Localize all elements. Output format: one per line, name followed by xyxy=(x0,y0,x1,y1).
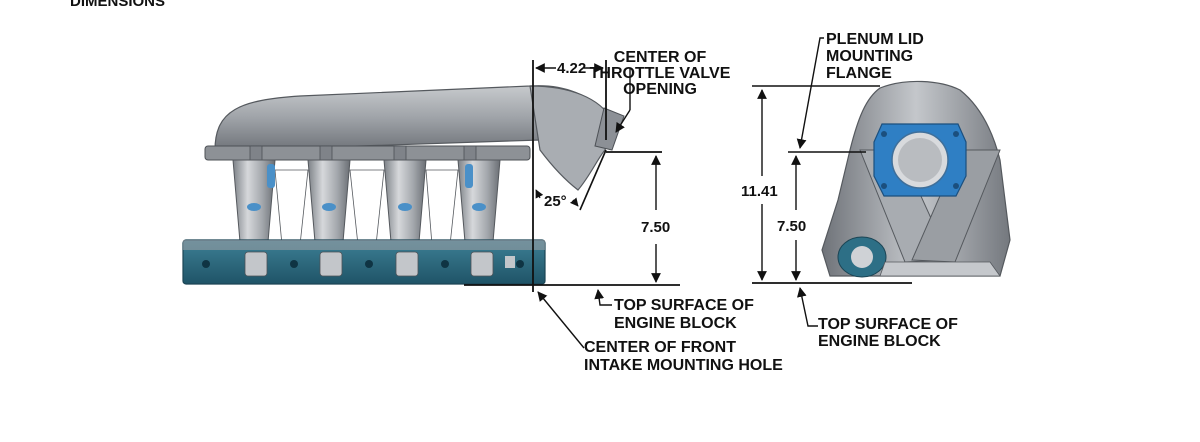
end-view-dimensions: 11.41 7.50 xyxy=(741,85,912,284)
svg-text:THROTTLE VALVE: THROTTLE VALVE xyxy=(590,65,731,82)
svg-text:MOUNTING: MOUNTING xyxy=(826,48,913,65)
svg-text:TOP SURFACE OF: TOP SURFACE OF xyxy=(614,297,754,314)
svg-text:ENGINE BLOCK: ENGINE BLOCK xyxy=(614,315,737,332)
svg-text:ENGINE BLOCK: ENGINE BLOCK xyxy=(818,333,941,350)
section-heading: DIMENSIONS xyxy=(70,0,165,10)
svg-text:FLANGE: FLANGE xyxy=(826,65,892,82)
svg-text:CENTER OF FRONT: CENTER OF FRONT xyxy=(584,339,736,356)
label-plenum-lid-flange: PLENUM LID MOUNTING FLANGE xyxy=(796,31,924,149)
dim-throttle-offset: 4.22 xyxy=(557,60,586,77)
svg-text:INTAKE MOUNTING HOLE: INTAKE MOUNTING HOLE xyxy=(584,357,783,374)
end-view-manifold xyxy=(821,80,1011,278)
label-throttle-center: CENTER OF THROTTLE VALVE OPENING xyxy=(590,49,731,133)
label-side-top-surface: TOP SURFACE OF ENGINE BLOCK xyxy=(594,289,754,332)
dim-end-height: 7.50 xyxy=(777,218,806,235)
svg-text:CENTER OF: CENTER OF xyxy=(614,49,707,66)
svg-text:PLENUM LID: PLENUM LID xyxy=(826,31,924,48)
label-end-top-surface: TOP SURFACE OF ENGINE BLOCK xyxy=(797,287,958,350)
svg-text:OPENING: OPENING xyxy=(623,81,697,98)
dim-side-height: 7.50 xyxy=(641,219,670,236)
label-front-mounting-hole: CENTER OF FRONT INTAKE MOUNTING HOLE xyxy=(537,291,783,374)
dim-overall-height: 11.41 xyxy=(741,183,778,200)
side-view-dimensions: 4.22 25° 7.50 xyxy=(464,60,680,292)
dim-angle: 25° xyxy=(544,193,567,210)
svg-text:TOP SURFACE OF: TOP SURFACE OF xyxy=(818,316,958,333)
side-view-manifold xyxy=(182,85,625,285)
